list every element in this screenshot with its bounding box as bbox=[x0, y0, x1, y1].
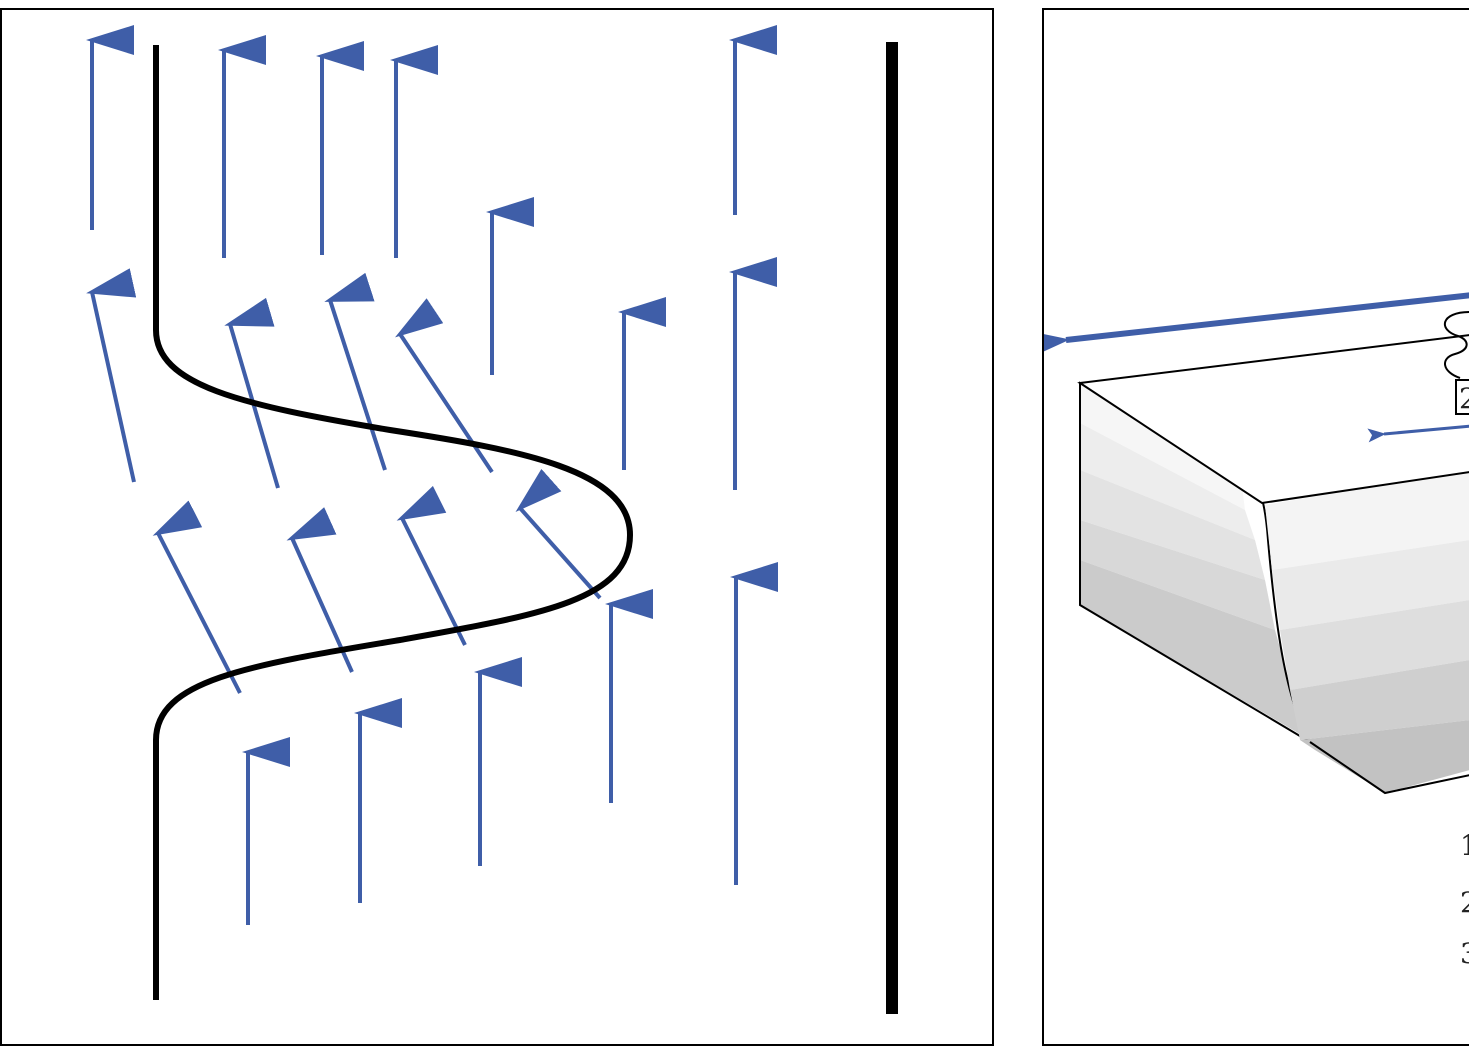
flow-arrow bbox=[86, 268, 137, 483]
list-marker-3: 3 bbox=[1460, 937, 1469, 970]
label-box-frame bbox=[1455, 379, 1469, 415]
block-side-shade-5 bbox=[1300, 720, 1469, 793]
flow-arrow bbox=[515, 468, 602, 600]
left-panel-frame bbox=[0, 8, 994, 1046]
flow-arrow bbox=[324, 272, 387, 471]
block-side-shade-2 bbox=[1272, 540, 1469, 630]
block-shade-band-5 bbox=[1080, 560, 1310, 740]
block-side-shade-1 bbox=[1265, 470, 1469, 570]
upper-flow-arrow bbox=[1044, 292, 1469, 360]
block-side-shade-3 bbox=[1280, 600, 1469, 690]
flow-arrow bbox=[395, 298, 494, 474]
flow-arrow-group bbox=[86, 25, 778, 925]
coil-spring-symbol bbox=[1443, 311, 1469, 379]
block-shade-band-4 bbox=[1080, 520, 1275, 630]
block-side-shade-4 bbox=[1290, 660, 1469, 740]
block-shade-band-3 bbox=[1080, 470, 1265, 580]
label-box: 2 bbox=[1455, 379, 1469, 415]
block-shade-band-2 bbox=[1080, 423, 1255, 540]
flow-arrow bbox=[396, 485, 467, 646]
block-front-face bbox=[1079, 381, 1311, 743]
deformed-boundary-curve bbox=[153, 45, 634, 1000]
block-top-face bbox=[1077, 334, 1469, 505]
right-panel: 2 1 2 3 bbox=[1042, 8, 1469, 1046]
left-panel bbox=[0, 8, 994, 1046]
list-marker-1: 1 bbox=[1460, 829, 1469, 862]
block-side-face bbox=[1265, 470, 1469, 795]
list-marker-2: 2 bbox=[1460, 886, 1469, 919]
surface-flow-arrow bbox=[1367, 424, 1469, 443]
numbered-list: 1 2 3 bbox=[1460, 829, 1469, 970]
flow-arrow bbox=[152, 500, 242, 694]
label-box-text: 2 bbox=[1459, 382, 1469, 415]
block-bottom-edge bbox=[1309, 741, 1469, 795]
block-shade-band-1 bbox=[1080, 383, 1245, 510]
